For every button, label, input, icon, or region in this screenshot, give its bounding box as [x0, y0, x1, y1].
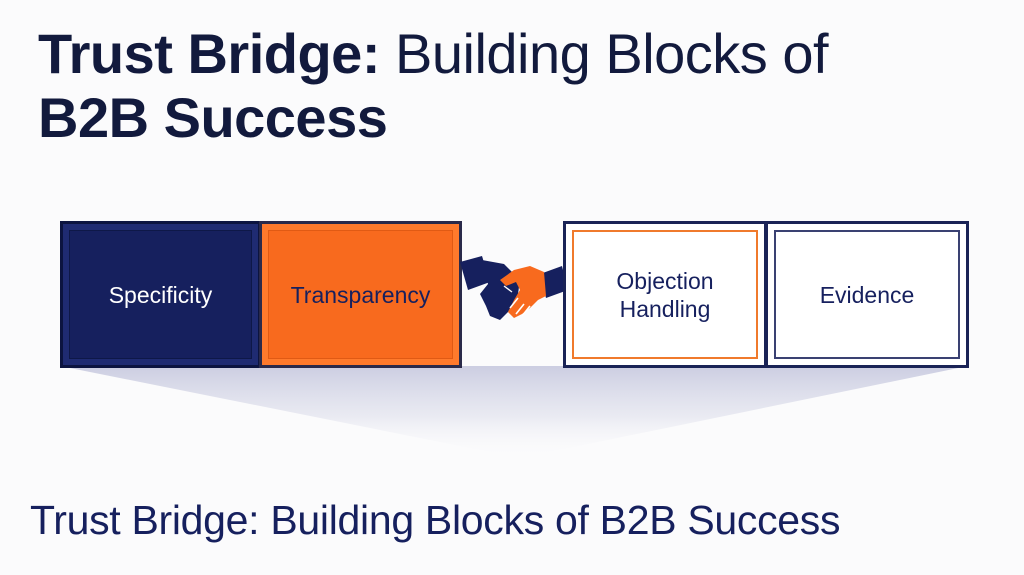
- block-label: Specificity: [108, 281, 213, 308]
- title-light: Building Blocks of: [395, 22, 829, 85]
- page-title: Trust Bridge: Building Blocks of B2B Suc…: [38, 22, 998, 150]
- handshake-icon: [460, 256, 568, 320]
- block-evidence: Evidence: [765, 221, 969, 368]
- block-label: Objection Handling: [616, 267, 714, 322]
- block-transparency: Transparency: [259, 221, 462, 368]
- title-second-line: B2B Success: [38, 86, 388, 149]
- title-bold: Trust Bridge:: [38, 22, 380, 85]
- caption: Trust Bridge: Building Blocks of B2B Suc…: [30, 497, 841, 543]
- block-label: Evidence: [819, 281, 915, 308]
- block-specificity: Specificity: [60, 221, 261, 368]
- block-label: Transparency: [290, 281, 431, 308]
- block-objection-handling: Objection Handling: [563, 221, 767, 368]
